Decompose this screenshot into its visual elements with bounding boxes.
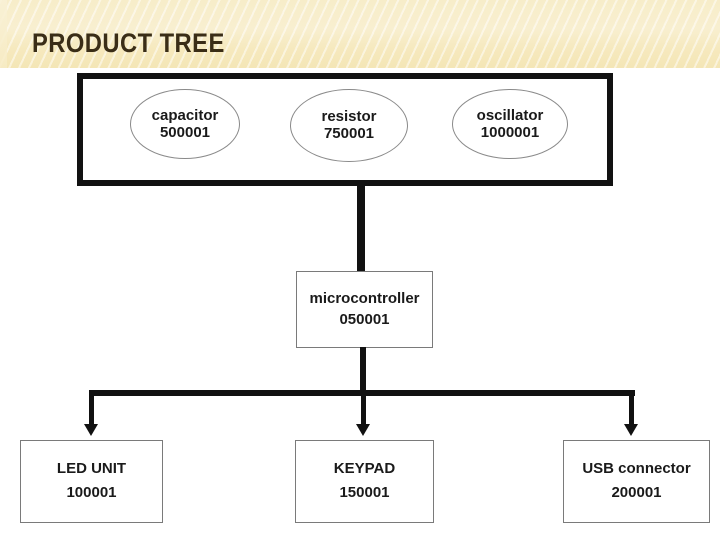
connector-microcontroller-to-bus bbox=[360, 347, 366, 393]
connector-branch-usb-connector bbox=[629, 392, 634, 425]
arrow-down-icon bbox=[624, 424, 638, 436]
part-code-label: 050001 bbox=[339, 310, 390, 328]
arrow-down-icon bbox=[356, 424, 370, 436]
part-node-oscillator[interactable]: oscillator 1000001 bbox=[452, 89, 568, 159]
slide-header-band: PRODUCT TREE bbox=[0, 0, 720, 68]
part-node-microcontroller[interactable]: microcontroller 050001 bbox=[296, 271, 433, 348]
connector-branch-led-unit bbox=[89, 392, 94, 425]
header-accent-strip bbox=[0, 0, 7, 68]
part-node-led-unit[interactable]: LED UNIT 100001 bbox=[20, 440, 163, 523]
part-node-capacitor[interactable]: capacitor 500001 bbox=[130, 89, 240, 159]
part-name-label: oscillator bbox=[476, 106, 544, 124]
part-name-label: KEYPAD bbox=[333, 459, 396, 477]
part-code-label: 100001 bbox=[66, 483, 117, 501]
part-name-label: USB connector bbox=[582, 459, 691, 477]
part-node-keypad[interactable]: KEYPAD 150001 bbox=[295, 440, 434, 523]
connector-group-to-microcontroller bbox=[357, 186, 365, 272]
arrow-down-icon bbox=[84, 424, 98, 436]
part-node-usb-connector[interactable]: USB connector 200001 bbox=[563, 440, 710, 523]
part-code-label: 200001 bbox=[611, 483, 662, 501]
part-name-label: capacitor bbox=[151, 106, 219, 124]
part-code-label: 1000001 bbox=[480, 123, 540, 141]
part-node-resistor[interactable]: resistor 750001 bbox=[290, 89, 408, 162]
part-name-label: resistor bbox=[321, 108, 377, 125]
page-title: PRODUCT TREE bbox=[32, 28, 225, 58]
part-name-label: microcontroller bbox=[309, 289, 420, 307]
part-code-label: 150001 bbox=[339, 483, 390, 501]
connector-branch-keypad bbox=[361, 392, 366, 425]
part-code-label: 500001 bbox=[159, 123, 211, 141]
part-name-label: LED UNIT bbox=[56, 459, 127, 477]
part-code-label: 750001 bbox=[323, 125, 375, 142]
